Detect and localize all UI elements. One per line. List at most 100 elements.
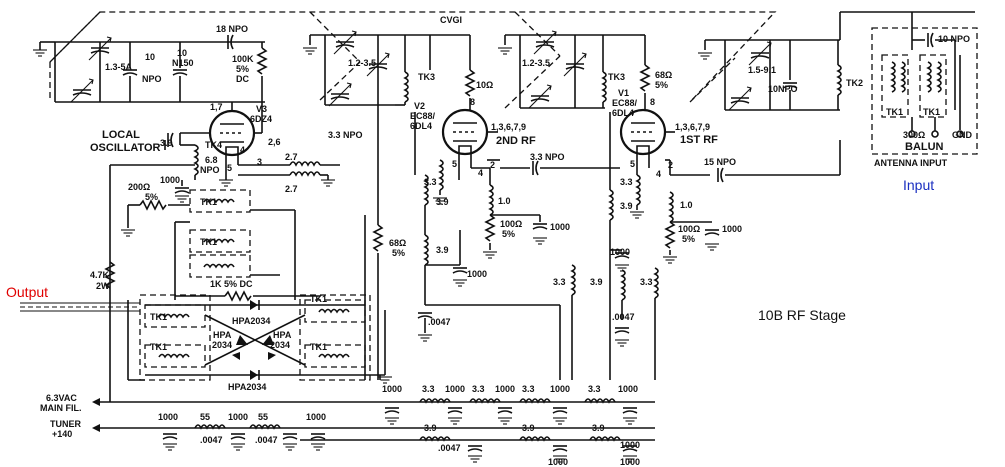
bus-label-tuner: TUNER xyxy=(50,419,81,429)
tube-v1-type-b: 6DL4 xyxy=(612,108,634,118)
component-label: 300Ω xyxy=(903,130,925,140)
component-label: 1000 xyxy=(610,247,630,257)
component-label: 2034 xyxy=(270,340,290,350)
component-label: 2W xyxy=(96,281,110,291)
first-rf-section xyxy=(497,11,975,380)
component-label: 6.8 xyxy=(205,155,218,165)
labels: Output Input 10B RF Stage LOCAL OSCILLAT… xyxy=(6,24,973,467)
bus-component-label: 3.3 xyxy=(422,384,435,394)
component-label: 2034 xyxy=(212,340,232,350)
tube-v3-type: 6DZ4 xyxy=(250,114,272,124)
component-label: 5% xyxy=(392,248,405,258)
component-label: 1000 xyxy=(722,224,742,234)
bus-component-label: 1000 xyxy=(445,384,465,394)
tube-v2-type-a: EC88/ xyxy=(410,111,436,121)
bus-component-label: 3.9 xyxy=(592,423,605,433)
tube-v2-name: V2 xyxy=(414,101,425,111)
component-label: 1.0 xyxy=(498,196,511,206)
component-label: 200Ω xyxy=(128,182,150,192)
bus-component-label: .0047 xyxy=(438,443,461,453)
component-label: DC xyxy=(236,74,249,84)
component-label: 3.3 xyxy=(424,177,437,187)
pin-label: 8 xyxy=(470,97,475,107)
pin-label: 1,7 xyxy=(210,102,223,112)
component-label: HPA xyxy=(273,330,292,340)
section-label-2nd-rf: 2ND RF xyxy=(496,135,536,147)
component-label: TK3 xyxy=(608,72,625,82)
bus-component-label: 1000 xyxy=(495,384,515,394)
component-label: .0047 xyxy=(428,317,451,327)
section-label-local: LOCAL xyxy=(102,129,140,141)
component-label: HPA2034 xyxy=(232,316,270,326)
component-label: 15 NPO xyxy=(704,157,736,167)
component-label: 3.9 xyxy=(620,201,633,211)
component-label: 3.9 xyxy=(160,138,173,148)
pin-label: 4 xyxy=(478,168,483,178)
tube-v3-name: V3 xyxy=(256,104,267,114)
component-label: 10 NPO xyxy=(938,34,970,44)
component-label: 10 xyxy=(177,48,187,58)
component-label: HPA xyxy=(213,330,232,340)
bus-component-label: 1000 xyxy=(158,412,178,422)
component-label: 5% xyxy=(502,229,515,239)
pin-label: 2,6 xyxy=(268,137,281,147)
component-label: 1K 5% DC xyxy=(210,279,253,289)
component-label: 3.9 xyxy=(436,197,449,207)
component-label: 1.5-9.1 xyxy=(748,65,776,75)
component-label: TK2 xyxy=(846,78,863,88)
pin-label: 8 xyxy=(650,97,655,107)
bus-component-label: .0047 xyxy=(200,435,223,445)
output-annotation: Output xyxy=(6,284,48,300)
pin-label: 2 xyxy=(490,160,495,170)
section-label-oscillator: OSCILLATOR xyxy=(90,142,161,154)
component-label: HPA2034 xyxy=(228,382,266,392)
bus-component-label: 1000 xyxy=(548,457,568,467)
component-label: 3.9 xyxy=(436,245,449,255)
component-label: 5% xyxy=(236,64,249,74)
component-label: 2.7 xyxy=(285,152,298,162)
component-label: 10NPO xyxy=(768,84,798,94)
component-label: 1000 xyxy=(467,269,487,279)
bus-label-filament-2: MAIN FIL. xyxy=(40,403,82,413)
component-label: TK1 xyxy=(200,197,217,207)
component-label: 4.7K xyxy=(90,270,110,280)
pin-label: 5 xyxy=(630,159,635,169)
component-label: 5% xyxy=(682,234,695,244)
pin-label: 5 xyxy=(227,163,232,173)
component-label: 100Ω xyxy=(678,224,700,234)
bus-component-label: 3.3 xyxy=(588,384,601,394)
supply-bus xyxy=(92,398,655,463)
bus-component-label: 1000 xyxy=(306,412,326,422)
component-label: TK1 xyxy=(886,107,903,117)
cvgi-label: CVGI xyxy=(440,15,462,25)
component-label: 2.7 xyxy=(285,184,298,194)
component-label: 5% xyxy=(145,192,158,202)
second-rf-section xyxy=(302,30,620,380)
input-annotation: Input xyxy=(903,177,934,193)
pin-label: 4 xyxy=(656,169,661,179)
component-label: 10Ω xyxy=(476,80,493,90)
bus-component-label: 55 xyxy=(200,412,210,422)
pin-label: 1,3,6,7,9 xyxy=(675,122,710,132)
component-label: TK1 xyxy=(150,312,167,322)
component-label: 1.0 xyxy=(680,200,693,210)
pin-label: 4 xyxy=(240,145,245,155)
component-label: 3.3 NPO xyxy=(530,152,565,162)
bus-component-label: 1000 xyxy=(382,384,402,394)
component-label: TK1 xyxy=(200,237,217,247)
component-label: 3.3 NPO xyxy=(328,130,363,140)
component-label: TK1 xyxy=(923,107,940,117)
component-label: TK1 xyxy=(310,342,327,352)
component-label: 3.9 xyxy=(590,277,603,287)
pin-label: 5 xyxy=(452,159,457,169)
section-label-antenna-input: ANTENNA INPUT xyxy=(874,158,948,168)
gang-linkage xyxy=(49,11,777,109)
bus-component-label: 1000 xyxy=(620,457,640,467)
bus-component-label: 55 xyxy=(258,412,268,422)
component-label: 68Ω xyxy=(389,238,406,248)
bus-component-label: 1000 xyxy=(550,384,570,394)
component-label: TK1 xyxy=(150,342,167,352)
bus-component-label: 3.3 xyxy=(522,384,535,394)
component-label: 5% xyxy=(655,80,668,90)
